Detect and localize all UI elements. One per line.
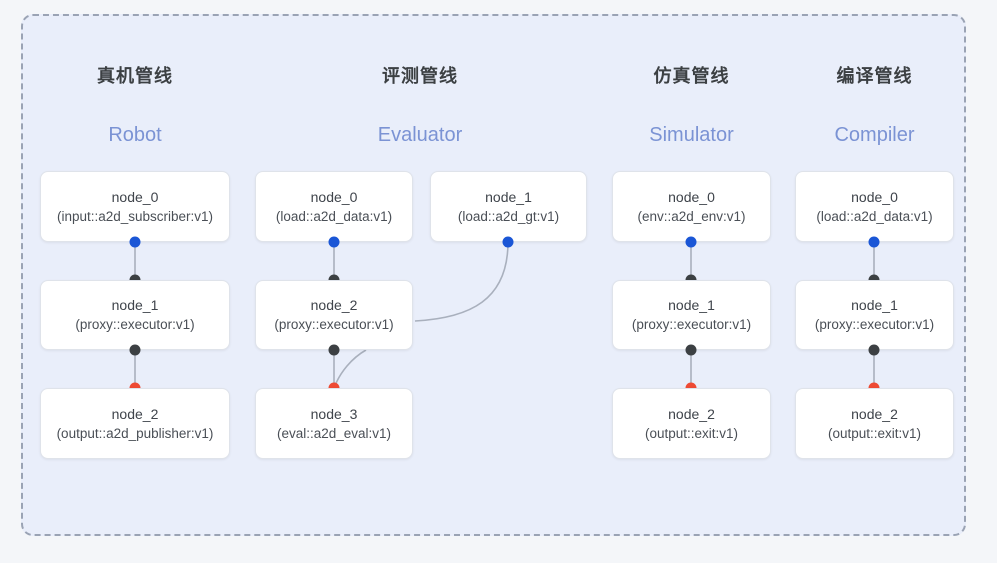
node-name: node_3 [310,405,358,422]
node-name: node_2 [310,297,358,313]
node-name: node_1 [668,297,715,313]
port-out-evaluator-2 [328,344,340,356]
node-simulator-0[interactable]: node_0 (env::a2d_env:v1) [612,171,771,242]
node-robot-1[interactable]: node_1 (proxy::executor:v1) [40,280,230,350]
node-robot-2[interactable]: node_2 (output::a2d_publisher:v1) [40,388,230,459]
column-title-cn-compiler: 编译管线 [836,66,913,86]
node-evaluator-3[interactable]: node_3 (eval::a2d_eval:v1) [255,388,413,459]
node-robot-0[interactable]: node_0 (input::a2d_subscriber:v1) [40,171,230,242]
node-type: (output::a2d_publisher:v1) [56,425,214,441]
node-name: node_0 [310,188,358,205]
column-title-en-compiler: Compiler [834,124,915,146]
column-title-cn-robot: 真机管线 [97,66,173,86]
node-name: node_0 [851,188,898,205]
node-name: node_0 [668,188,715,205]
node-name: node_1 [485,188,532,205]
node-type: (proxy::executor:v1) [814,317,935,332]
node-name: node_1 [851,297,898,313]
node-evaluator-2[interactable]: node_2 (proxy::executor:v1) [255,280,413,350]
node-type: (load::a2d_data:v1) [816,208,933,224]
node-type: (env::a2d_env:v1) [637,208,746,224]
node-type: (proxy::executor:v1) [274,317,394,332]
node-name: node_0 [111,188,159,205]
node-name: node_2 [668,405,715,422]
port-out-simulator-0 [685,236,697,248]
node-type: (proxy::executor:v1) [75,317,195,332]
node-simulator-2[interactable]: node_2 (output::exit:v1) [612,388,771,459]
column-title-cn-simulator: 仿真管线 [653,66,730,86]
node-evaluator-1[interactable]: node_1 (load::a2d_gt:v1) [430,171,587,242]
port-out-evaluator-1 [502,236,514,248]
node-simulator-1[interactable]: node_1 (proxy::executor:v1) [612,280,771,350]
node-type: (load::a2d_gt:v1) [457,208,560,224]
column-title-cn-evaluator: 评测管线 [382,66,458,86]
node-compiler-2[interactable]: node_2 (output::exit:v1) [795,388,954,459]
column-title-en-evaluator: Evaluator [377,124,463,146]
node-compiler-0[interactable]: node_0 (load::a2d_data:v1) [795,171,954,242]
node-type: (load::a2d_data:v1) [275,208,393,224]
column-title-en-simulator: Simulator [649,124,734,146]
node-name: node_1 [111,297,159,313]
port-out-robot-0 [129,236,141,248]
node-type: (input::a2d_subscriber:v1) [56,208,214,224]
port-out-simulator-1 [685,344,697,356]
node-name: node_2 [111,405,159,422]
node-name: node_2 [851,405,898,422]
port-out-compiler-1 [868,344,880,356]
node-type: (eval::a2d_eval:v1) [276,425,392,441]
node-type: (output::exit:v1) [644,425,739,441]
port-out-compiler-0 [868,236,880,248]
node-evaluator-0[interactable]: node_0 (load::a2d_data:v1) [255,171,413,242]
port-out-robot-1 [129,344,141,356]
node-type: (output::exit:v1) [827,425,922,441]
port-out-evaluator-0 [328,236,340,248]
node-compiler-1[interactable]: node_1 (proxy::executor:v1) [795,280,954,350]
node-type: (proxy::executor:v1) [631,317,752,332]
column-title-en-robot: Robot [108,124,162,146]
